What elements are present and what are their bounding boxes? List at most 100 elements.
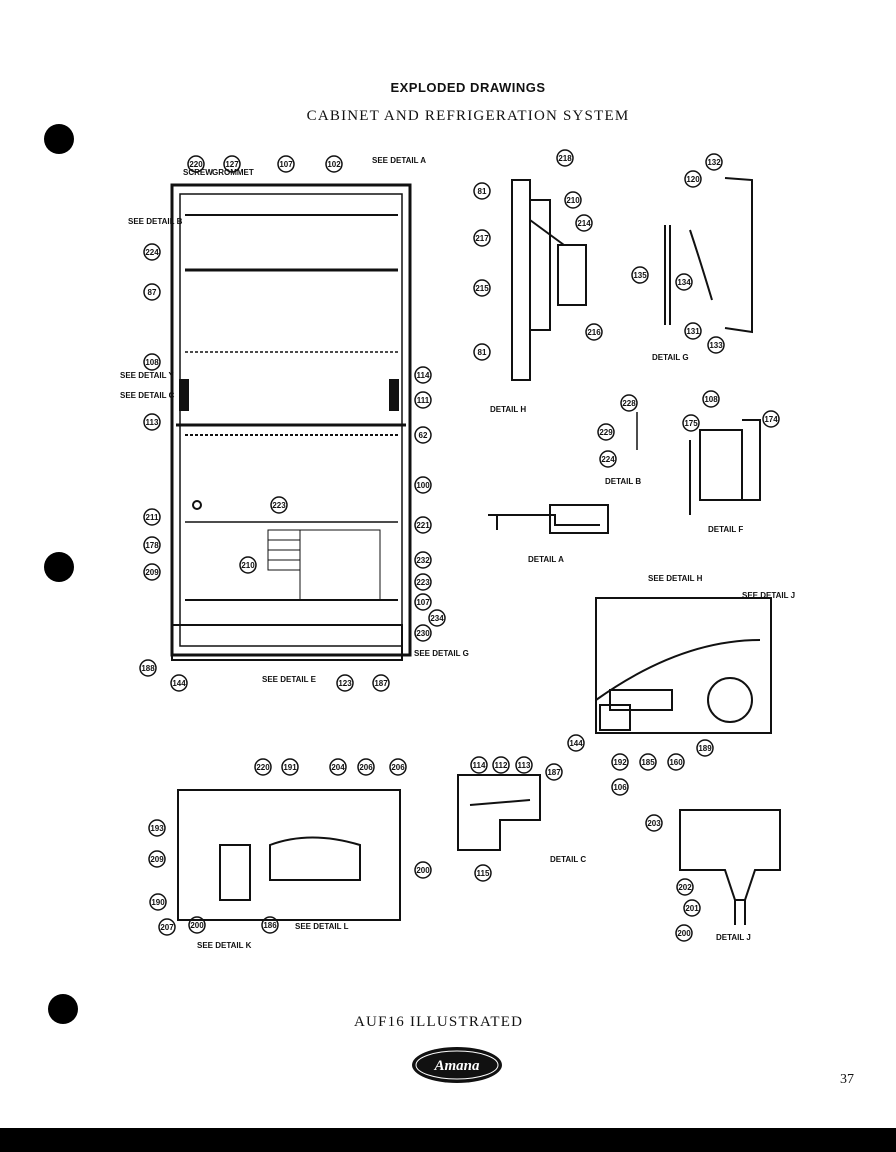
page-title: EXPLODED DRAWINGS [390, 80, 546, 95]
callout-number: 108 [704, 395, 718, 404]
callout-number: 160 [669, 758, 683, 767]
callout-number: 206 [391, 763, 405, 772]
callout-number: 218 [558, 154, 572, 163]
callout-number: 220 [256, 763, 270, 772]
callout-number: 106 [613, 783, 627, 792]
callout-number: 230 [416, 629, 430, 638]
callout-number: 81 [478, 348, 487, 357]
see-detail-b-label: SEE DETAIL B [128, 217, 183, 226]
callout-number: 115 [477, 869, 490, 878]
callout-number: 201 [685, 904, 699, 913]
callout-number: 102 [327, 160, 341, 169]
callout-number: 107 [279, 160, 293, 169]
callout-number: 62 [419, 431, 428, 440]
callout-number: 107 [416, 598, 430, 607]
screw-label: SCREW [183, 168, 213, 177]
callout-number: 144 [172, 679, 186, 688]
callout-number: 210 [241, 561, 255, 570]
callout-number: 224 [145, 248, 159, 257]
callout-number: 108 [145, 358, 159, 367]
logo-text: Amana [433, 1058, 480, 1074]
see-detail-k-label: SEE DETAIL K [197, 941, 252, 950]
callout-number: 187 [374, 679, 388, 688]
see-detail-a-label: SEE DETAIL A [372, 156, 426, 165]
callout-number: 174 [764, 415, 778, 424]
callout-number: 211 [146, 513, 159, 522]
scan-border [0, 1128, 896, 1152]
callout-number: 221 [416, 521, 430, 530]
cabinet-drawing [170, 183, 412, 661]
callout-number: 209 [150, 855, 164, 864]
illustration-caption: AUF16 ILLUSTRATED [354, 1014, 524, 1030]
callout-number: 185 [641, 758, 655, 767]
callout-number: 207 [160, 923, 174, 932]
grommet-label: GROMMET [212, 168, 254, 177]
callout-number: 229 [599, 428, 613, 437]
callout-number: 223 [416, 578, 430, 587]
callout-number: 228 [622, 399, 636, 408]
detail-h-label: DETAIL H [490, 405, 526, 414]
callout-number: 134 [677, 278, 691, 287]
callout-number: 133 [709, 341, 723, 350]
callout-number: 190 [151, 898, 165, 907]
callout-number: 200 [190, 921, 204, 930]
callout-number: 81 [478, 187, 487, 196]
punch-hole-bottom [48, 994, 78, 1024]
callout-number: 188 [141, 664, 155, 673]
callout-number: 204 [331, 763, 345, 772]
see-detail-g-label: SEE DETAIL G [414, 649, 469, 658]
detail-f-label: DETAIL F [708, 525, 743, 534]
page-number: 37 [840, 1072, 854, 1087]
callout-number: 127 [225, 160, 239, 169]
callout-number: 232 [416, 556, 430, 565]
callout-number: 100 [416, 481, 430, 490]
callout-number: 132 [707, 158, 721, 167]
detail-f-drawing: 108 175 174 [682, 390, 780, 515]
callout-number: 214 [577, 219, 591, 228]
callout-number: 224 [601, 455, 615, 464]
callout-number: 87 [148, 288, 157, 297]
detail-b-label: DETAIL B [605, 477, 641, 486]
callout-number: 206 [359, 763, 373, 772]
punch-hole-middle [44, 552, 74, 582]
unit-assembly-drawing: 144 192 106 185 160 189 [567, 597, 772, 796]
callout-number: 203 [647, 819, 661, 828]
callout-number: 189 [698, 744, 712, 753]
see-detail-j-label: SEE DETAIL J [742, 591, 795, 600]
detail-b-drawing: 228 229 224 [597, 394, 638, 468]
callout-number: 112 [495, 761, 508, 770]
callout-number: 209 [145, 568, 159, 577]
callout-number: 200 [416, 866, 430, 875]
callout-number: 202 [678, 883, 692, 892]
callout-number: 187 [547, 768, 561, 777]
callout-number: 223 [272, 501, 286, 510]
punch-hole-top [44, 124, 74, 154]
see-detail-l-label: SEE DETAIL L [295, 922, 349, 931]
detail-a-label: DETAIL A [528, 555, 564, 564]
callout-number: 131 [686, 327, 700, 336]
callout-number: 217 [475, 234, 489, 243]
callout-number: 210 [566, 196, 580, 205]
detail-a-drawing [488, 504, 609, 534]
callout-number: 111 [417, 396, 430, 405]
callout-number: 113 [518, 761, 531, 770]
callout-number: 178 [145, 541, 159, 550]
callout-number: 144 [569, 739, 583, 748]
callout-number: 220 [189, 160, 203, 169]
callout-number: 200 [677, 929, 691, 938]
see-detail-y-label: SEE DETAIL Y [120, 371, 174, 380]
amana-logo: Amana [412, 1047, 502, 1083]
see-detail-h-label: SEE DETAIL H [648, 574, 703, 583]
callout-number: 192 [613, 758, 627, 767]
see-detail-e-label: SEE DETAIL E [262, 675, 317, 684]
callout-number: 186 [263, 921, 277, 930]
callout-number: 193 [150, 824, 164, 833]
detail-j-label: DETAIL J [716, 933, 751, 942]
callout-number: 123 [338, 679, 352, 688]
callout-number: 175 [684, 419, 698, 428]
